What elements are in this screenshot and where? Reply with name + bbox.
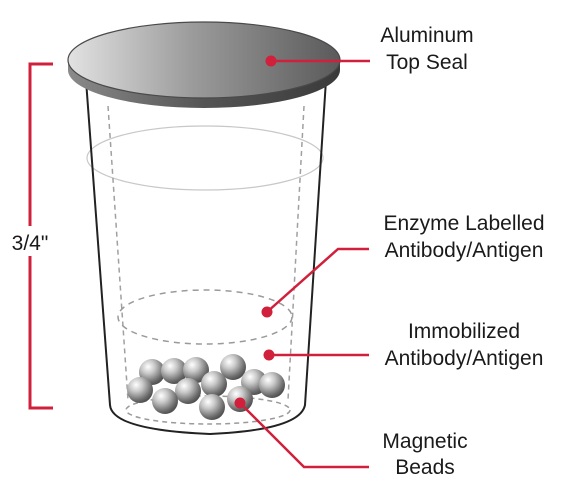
callout-top-seal (265, 55, 370, 67)
height-bracket: 3/4" (8, 62, 53, 410)
cup-inner-rim (86, 125, 324, 191)
label-immobilized-line1: Immobilized (408, 320, 520, 343)
bead (152, 388, 178, 414)
label-enzyme-line1: Enzyme Labelled (383, 212, 544, 235)
cup-outer-walls (85, 79, 327, 436)
cup-inner-walls (107, 105, 305, 401)
callout-beads (234, 397, 369, 469)
label-beads: Magnetic Beads (382, 430, 467, 479)
bead (175, 378, 201, 404)
label-enzyme-line2: Antibody/Antigen (385, 239, 544, 262)
magnetic-beads (127, 354, 285, 420)
bead (127, 377, 153, 403)
bead (161, 358, 187, 384)
height-label: 3/4" (12, 232, 49, 255)
label-immobilized: Immobilized Antibody/Antigen (385, 320, 544, 370)
liquid-level-ellipse (117, 289, 293, 345)
bead (201, 371, 227, 397)
callout-immobilized (263, 349, 369, 361)
label-top-seal-line2: Top Seal (386, 51, 468, 74)
label-beads-line2: Beads (395, 456, 455, 479)
label-top-seal-line1: Aluminum (380, 24, 473, 47)
bead (183, 357, 209, 383)
bead (220, 354, 246, 380)
callout-enzyme (261, 247, 369, 318)
label-beads-line1: Magnetic (382, 430, 467, 453)
aluminum-lid (67, 21, 341, 108)
bead (259, 372, 285, 398)
label-enzyme: Enzyme Labelled Antibody/Antigen (383, 212, 544, 262)
label-immobilized-line2: Antibody/Antigen (385, 347, 544, 370)
bead (199, 394, 225, 420)
cup (85, 79, 327, 436)
label-top-seal: Aluminum Top Seal (380, 24, 473, 74)
